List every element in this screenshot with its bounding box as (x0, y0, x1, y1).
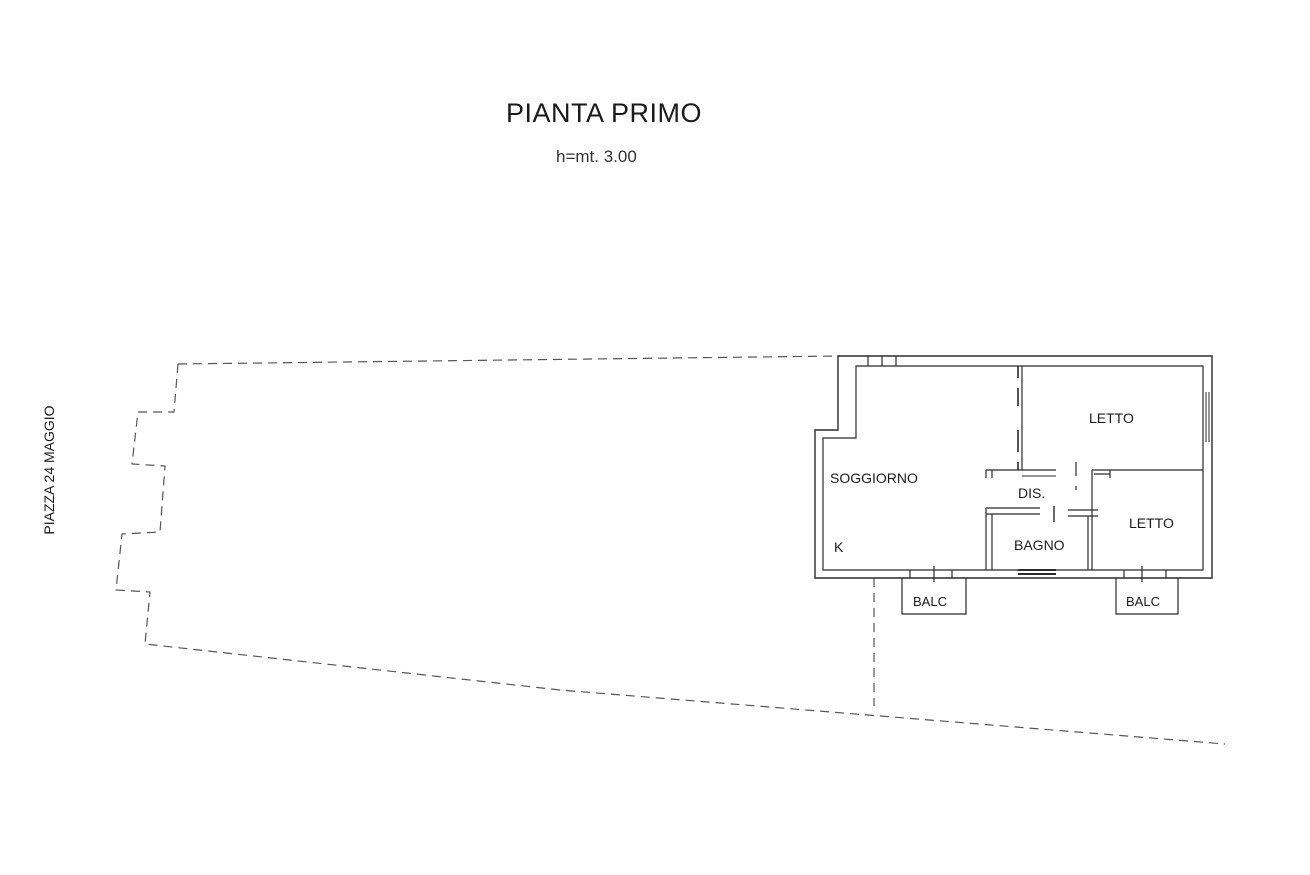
room-label-bedroom-top: LETTO (1089, 410, 1134, 426)
room-label-hall: DIS. (1018, 485, 1045, 501)
ceiling-height-label: h=mt. 3.00 (556, 147, 637, 166)
room-label-living: SOGGIORNO (830, 470, 918, 486)
balcony-right (1115, 578, 1179, 615)
balcony-left (901, 578, 967, 615)
room-label-balcony-right: BALC (1126, 594, 1160, 609)
property-outline (115, 355, 1226, 745)
room-label-kitchen: K (834, 539, 844, 555)
page-title: PIANTA PRIMO (506, 98, 703, 128)
room-label-bedroom-bottom: LETTO (1129, 515, 1174, 531)
apartment-walls (814, 355, 1213, 582)
room-label-bathroom: BAGNO (1014, 537, 1065, 553)
street-label: PIAZZA 24 MAGGIO (41, 405, 57, 534)
room-label-balcony-left: BALC (913, 594, 947, 609)
